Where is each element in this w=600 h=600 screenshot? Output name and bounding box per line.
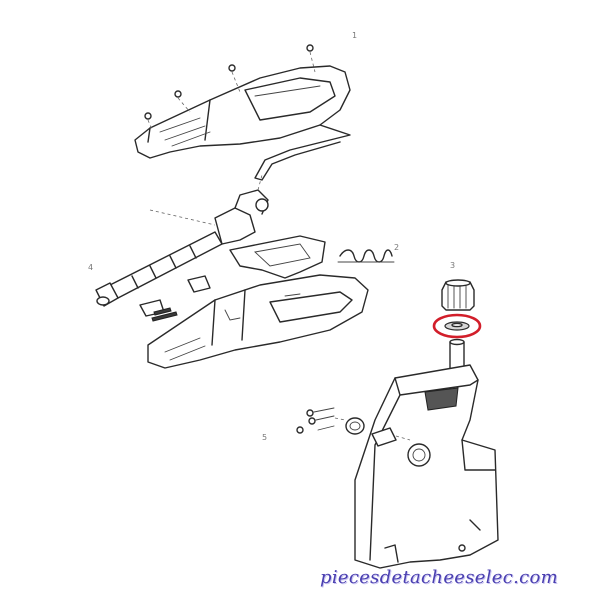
base-body	[354, 364, 499, 569]
callout-number: 4	[88, 263, 93, 272]
callout-number: 2	[394, 243, 399, 252]
highlight-circle	[432, 313, 482, 339]
tube-assembly	[95, 174, 269, 307]
callout-number: 5	[262, 433, 267, 442]
callout-number: 1	[352, 31, 357, 40]
small-parts-center	[296, 407, 411, 447]
small-parts-left	[139, 275, 211, 322]
top-handle-assembly: 1	[134, 31, 357, 181]
middle-handle-body	[147, 235, 369, 369]
spring-part: 2	[337, 243, 399, 263]
callout-number: 3	[450, 261, 455, 270]
seal-ring	[444, 321, 470, 331]
knob-part	[441, 279, 475, 311]
watermark-text: piecesdetacheeselec.com	[320, 567, 559, 588]
